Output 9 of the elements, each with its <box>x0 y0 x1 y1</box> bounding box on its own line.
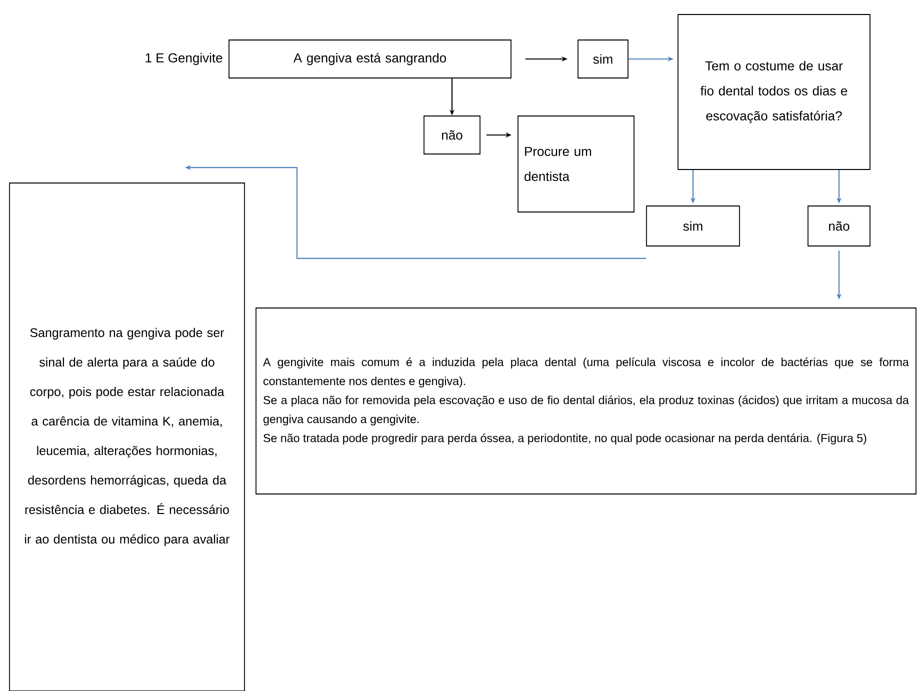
text-box: A gengivite mais comum é a induzida pela placa dental (uma película viscosa e incolor de bactérias que se forma constantemente nos dentes e gengiva). Se a placa não for removida pela escovação e uso de fio dental diários, ela produz toxinas (ácidos) que irritam a mucosa da gengiva causando a gengivite. Se não tratada pode progredir para perda óssea, a periodontite, no qual pode ocasionar na perda dentária. (Figura 5) <box>256 308 916 494</box>
question-box: Tem o costume de usar fio dental todos os dias e escovação satisfatória? <box>678 14 870 170</box>
question-box: A gengiva está sangrando <box>228 40 512 78</box>
info-box: Sangramento na gengiva pode ser sinal de alerta para a saúde do corpo, pois pode estar relacionada a carência de vitamina K, anemia, leucemia, alterações hormonias, desordens hemorrágicas, queda da resistência e diabetes. É necessário ir ao dentista ou médico para avaliar <box>9 182 245 691</box>
action-box: Procure um dentista <box>518 116 634 212</box>
option-box: não <box>424 116 480 154</box>
option-box: não <box>808 206 870 246</box>
option-box: sim <box>646 206 740 246</box>
option-box: sim <box>578 40 628 78</box>
